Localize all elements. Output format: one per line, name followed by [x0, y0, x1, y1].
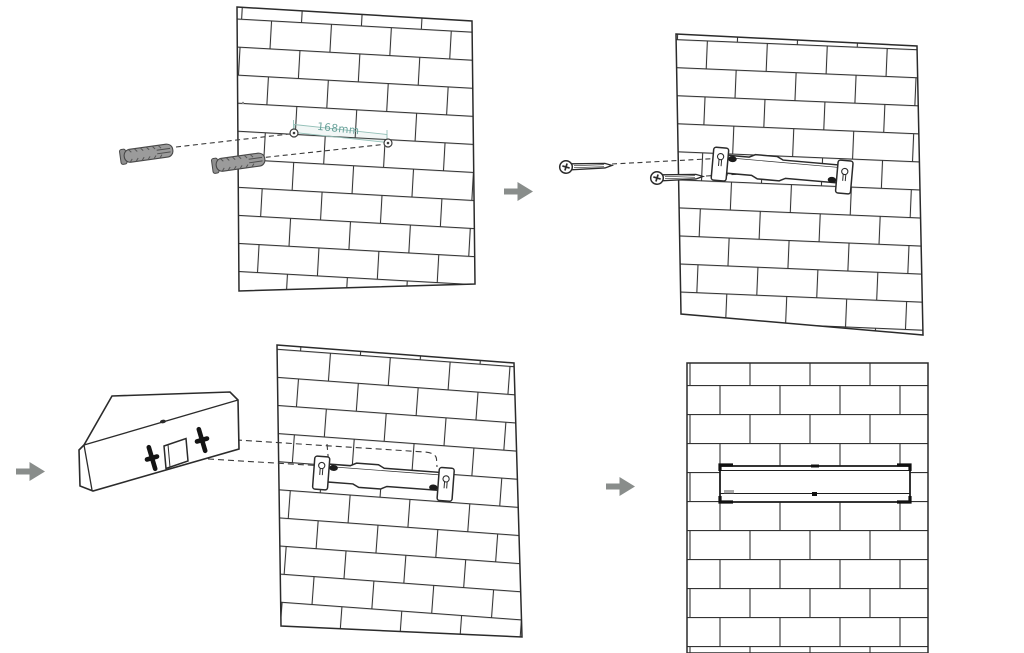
device-cable-notch-inner: [167, 444, 171, 468]
step2-mount-bracket: [558, 33, 924, 336]
drill-hole-right-center: [386, 141, 390, 145]
device-top-button: [811, 464, 819, 468]
wall-speck: [241, 101, 245, 105]
device-corner-marks: [718, 463, 912, 504]
device-body: [719, 465, 911, 503]
right-arrow-icon: [504, 182, 533, 201]
device-front-sensor: [812, 492, 817, 496]
brick-wall: [686, 362, 929, 653]
step3-hang-device: [78, 344, 523, 638]
step1-drill-and-anchors: 168mm: [118, 6, 476, 292]
right-arrow-icon: [606, 477, 635, 496]
keyhole-slot: [144, 444, 160, 472]
brick-wall: [276, 344, 523, 638]
dimension-label: 168mm: [317, 121, 361, 137]
device-logo-mark: [724, 490, 734, 494]
brick-wall: [675, 33, 924, 336]
device-top-hole: [160, 419, 166, 424]
wall-anchor-icon: [118, 141, 175, 166]
anchor-leader-line-top: [175, 133, 290, 148]
step4-finished: [686, 362, 929, 653]
drill-hole-left-center: [292, 131, 296, 135]
phillips-screw-icon: [558, 158, 614, 175]
keyhole-slot: [194, 426, 210, 454]
device-cable-notch: [163, 437, 189, 470]
device-front-view: [718, 463, 912, 504]
screw-leader-line-top: [611, 157, 717, 165]
dimension-annotation: 168mm: [293, 120, 388, 144]
right-arrow-icon: [16, 462, 45, 481]
brick-wall: [236, 6, 476, 292]
device-body: [78, 391, 240, 492]
device-back-view: [78, 391, 240, 492]
